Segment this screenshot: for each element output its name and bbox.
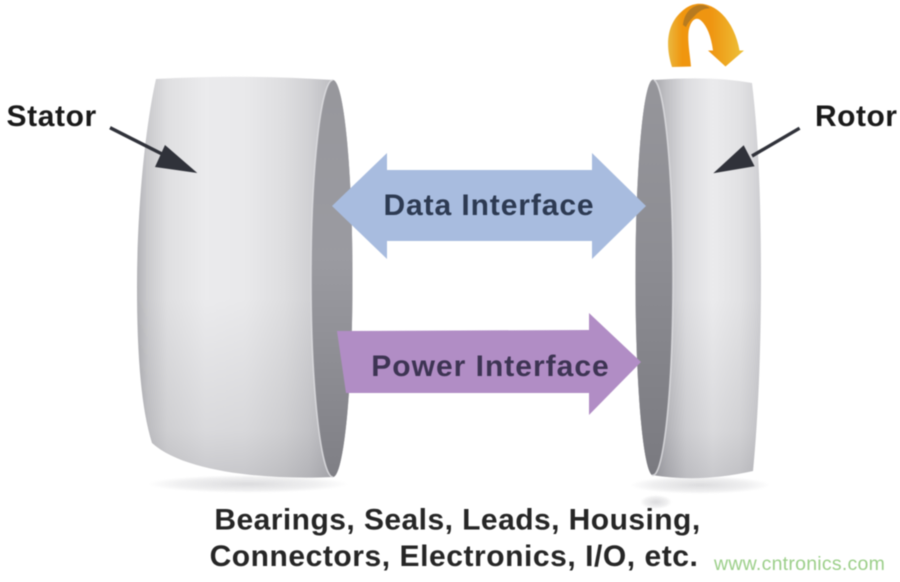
rotor-disc <box>635 78 761 479</box>
caption-line-2: Connectors, Electronics, I/O, etc. <box>210 540 699 573</box>
stator-label: Stator <box>7 100 97 133</box>
rotation-arrow-dark-sheen <box>683 4 710 27</box>
rotor-label: Rotor <box>815 100 897 133</box>
watermark: www.cntronics.com <box>713 553 885 575</box>
stator-shadow <box>148 475 348 493</box>
rotation-arrow-icon <box>668 3 744 68</box>
data-interface-label: Data Interface <box>383 189 594 222</box>
rotor-leader-arrowhead-icon <box>713 145 755 174</box>
stator-body-shading <box>137 76 353 478</box>
stator-leader-arrowhead-icon <box>155 145 198 173</box>
rotor-rim-highlight <box>651 79 674 477</box>
stator-rim-highlight <box>310 79 334 478</box>
stator-leader-arrow <box>109 126 198 173</box>
power-interface-arrow <box>337 313 641 415</box>
data-interface-arrow <box>332 153 646 259</box>
stator-leader-line <box>109 126 167 158</box>
rotor-leader-line <box>751 126 801 158</box>
rotor-leader-arrow <box>713 126 801 174</box>
rotor-shadow-smudge <box>640 495 672 509</box>
rotation-arrow-band <box>668 3 744 68</box>
stator-cylinder <box>137 76 353 478</box>
rotor-end-face <box>635 79 674 476</box>
power-interface-label: Power Interface <box>371 350 609 383</box>
caption-line-1: Bearings, Seals, Leads, Housing, <box>214 504 700 537</box>
rotor-shadow <box>630 476 770 494</box>
stator-end-face <box>311 80 353 477</box>
